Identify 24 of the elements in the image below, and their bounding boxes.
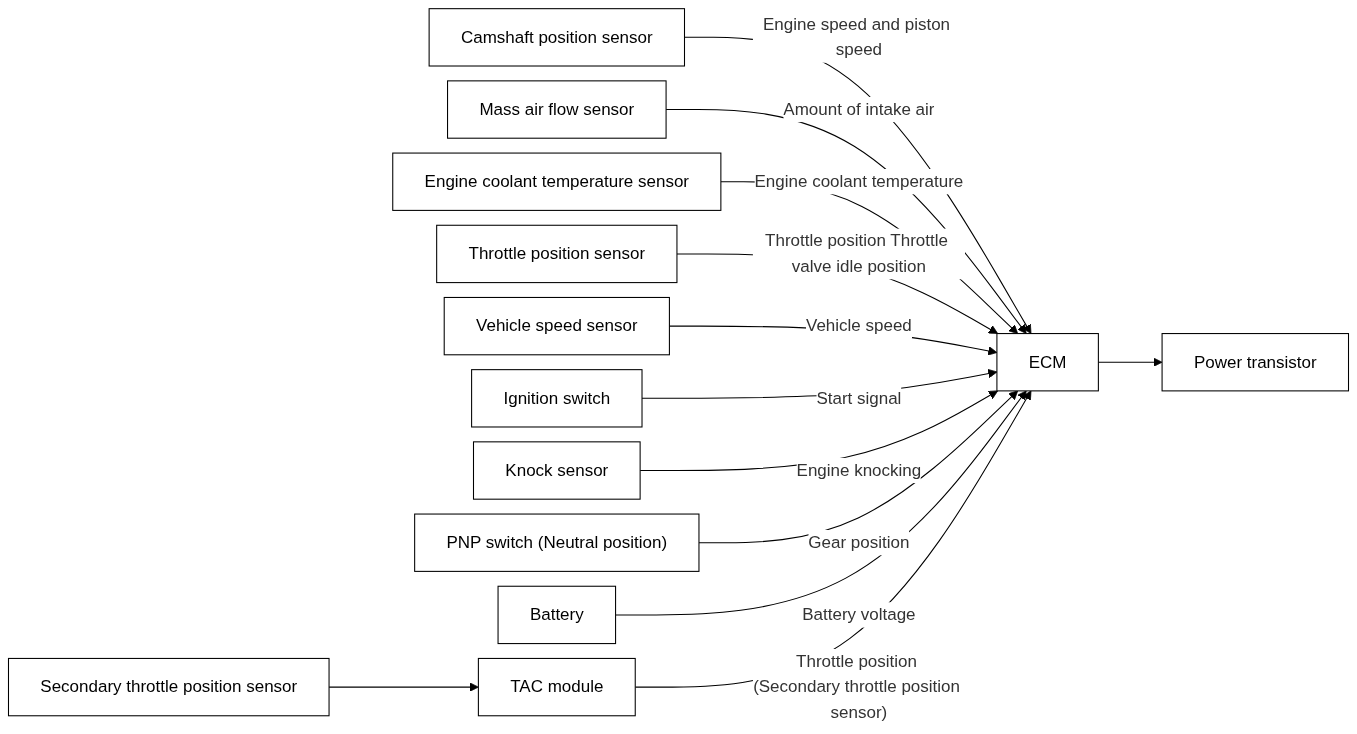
node-box: Mass air flow sensor bbox=[447, 80, 667, 139]
edge-label: Engine knocking bbox=[796, 460, 922, 480]
node-box: Ignition switch bbox=[471, 369, 643, 428]
edge-label: Gear position bbox=[808, 533, 910, 552]
node-box: Throttle position sensor bbox=[436, 224, 678, 284]
edge-label: Amount of intake air bbox=[783, 99, 935, 119]
edge-label: Engine speed and piston speed bbox=[763, 15, 951, 59]
node-box: ECM bbox=[996, 333, 1099, 392]
node-box: Engine coolant temperature sensor bbox=[392, 152, 722, 211]
edge-label: Vehicle speed bbox=[806, 316, 912, 335]
edge-label: Start signal bbox=[816, 388, 902, 407]
node-box: Knock sensor bbox=[472, 441, 641, 500]
edge-label: Throttle position (Secondary throttle position sensor) bbox=[753, 652, 960, 722]
edge-label: Battery voltage bbox=[802, 605, 916, 624]
arrow bbox=[698, 390, 1019, 544]
node-box: Vehicle speed sensor bbox=[443, 296, 670, 356]
node-box: Secondary throttle position sensor bbox=[7, 657, 330, 717]
edge-label: Throttle position Throttle valve idle position bbox=[765, 231, 948, 276]
node-box: Power transistor bbox=[1161, 333, 1350, 392]
edge-label: Engine coolant temperature bbox=[754, 172, 964, 191]
node-box: PNP switch (Neutral position) bbox=[414, 513, 700, 572]
node-box: Battery bbox=[497, 585, 617, 645]
node-box: Camshaft position sensor bbox=[428, 8, 686, 67]
node-box: TAC module bbox=[477, 657, 636, 717]
